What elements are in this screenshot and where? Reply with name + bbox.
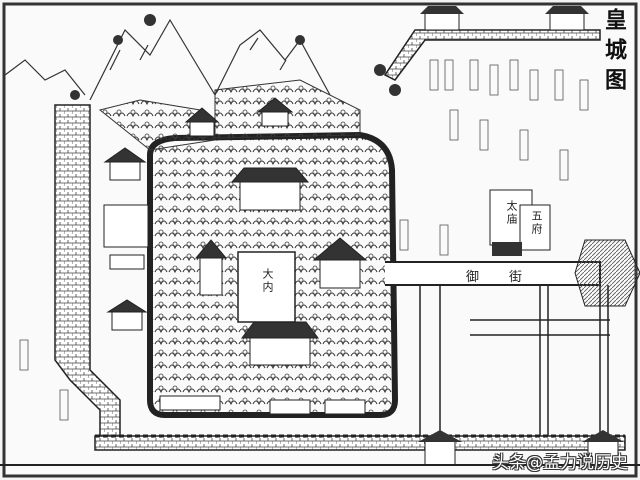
street-gate bbox=[574, 239, 640, 307]
map-title: 皇城图 bbox=[601, 8, 627, 98]
imperial-street-label: 御街 bbox=[466, 270, 553, 285]
wufu-box bbox=[519, 204, 551, 251]
watermark: 头条@孟力说历史 bbox=[492, 453, 628, 473]
trees bbox=[70, 14, 401, 100]
palace-halls bbox=[103, 97, 368, 415]
ancestral-temple-label: 太庙 bbox=[505, 200, 518, 226]
north-gate bbox=[424, 11, 460, 31]
south-roads bbox=[419, 285, 610, 436]
small-labels bbox=[19, 59, 589, 421]
north-wall bbox=[383, 29, 601, 81]
five-offices-label: 五府 bbox=[530, 210, 543, 236]
inner-palace-box bbox=[237, 251, 296, 323]
inner-palace-label: 大内 bbox=[261, 268, 274, 294]
